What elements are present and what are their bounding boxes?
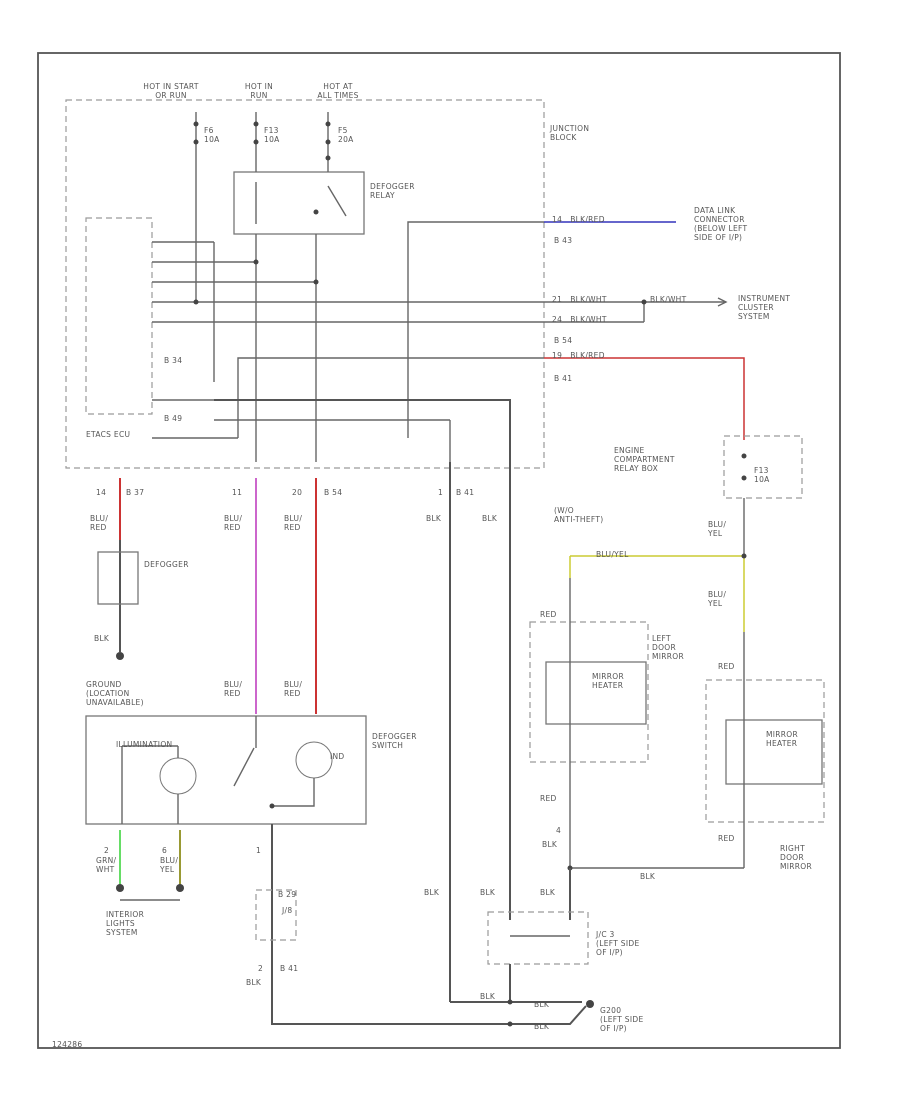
wire-b41-ground [214,399,511,920]
engine-relay-box-outline [723,435,803,499]
wire-g200-b41 [271,970,587,1025]
arrow-inst [717,297,728,307]
switch-ind-light-right [295,741,333,779]
node-316 [313,279,319,285]
node-inst [641,299,647,305]
node-g200-2 [507,1021,513,1027]
diagram-frame [37,52,841,1049]
fuse-f13-bot [253,139,259,145]
etacs-ecu-outline [85,217,153,415]
jc3-outline [487,911,589,965]
conn-grn-wht [116,884,124,892]
wire-data-link [407,221,544,438]
node-196 [193,299,199,305]
node-256 [253,259,259,265]
node-g200-1 [507,999,513,1005]
node-f5 [325,155,331,161]
node-blu-yel [741,553,747,559]
ground-defogger [116,652,124,660]
junction-block-outline [65,99,545,469]
defogger-switch-box [85,715,367,825]
fuse-f13b-bot [741,475,747,481]
left-mirror-outline [529,621,649,763]
wire-engine-gray [237,357,544,438]
switch-contact [233,747,255,787]
conn-blu-yel [176,884,184,892]
ground-g200 [586,1000,594,1008]
fuse-f13-top [253,121,259,127]
switch-internal-2 [272,778,315,807]
right-mirror-heater-box [725,719,823,785]
defogger-element-box [97,551,139,605]
right-mirror-outline [705,679,825,823]
fuse-f5-top [325,121,331,127]
left-mirror-heater-box [545,661,647,725]
fuse-f5-bot [325,139,331,145]
switch-ind-light-left [159,757,197,795]
wire-engine-red [544,357,745,440]
defogger-relay-box [233,171,365,235]
switch-node [269,803,275,809]
j8-outline [255,889,297,941]
relay-node [313,209,319,215]
fuse-f6-top [193,121,199,127]
fuse-f6-bot [193,139,199,145]
fuse-f13b-top [741,453,747,459]
relay-contact [327,185,347,217]
